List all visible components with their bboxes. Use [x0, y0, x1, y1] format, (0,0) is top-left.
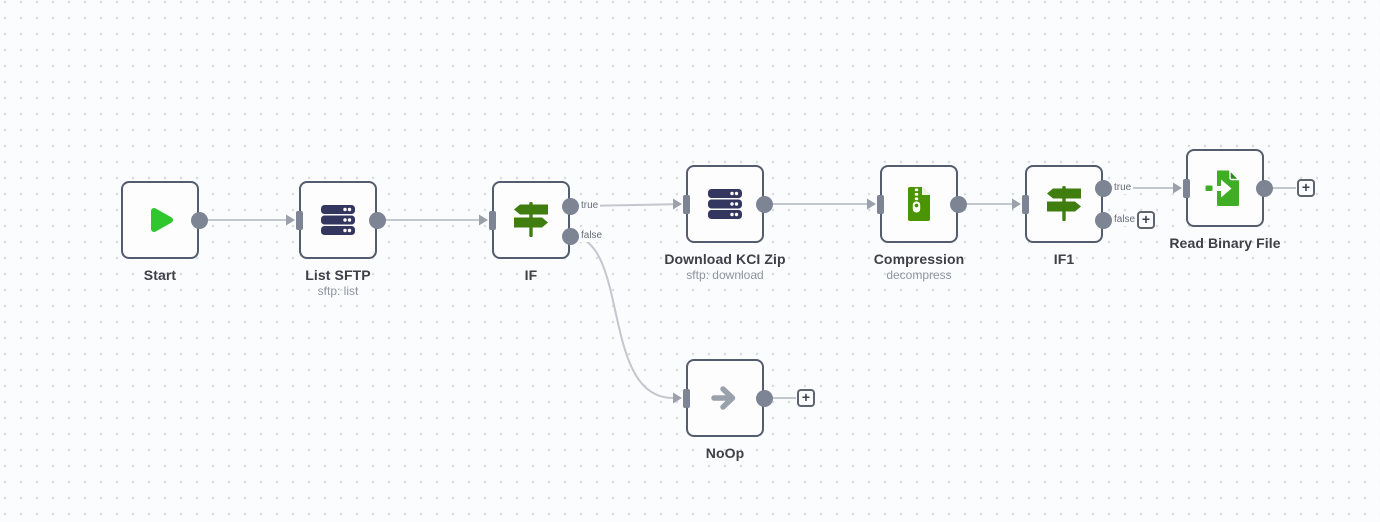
node-compression-label: Compression	[873, 251, 965, 267]
output-label-false: false	[1112, 214, 1138, 226]
arrowhead-icon	[867, 198, 876, 210]
node-if1-label: IF1	[1053, 251, 1075, 267]
node-list-sftp-subtitle: sftp: list	[317, 284, 359, 298]
output-port-true[interactable]	[1094, 179, 1112, 197]
node-if-label: IF	[524, 267, 538, 283]
node-download-kci-zip-subtitle: sftp: download	[686, 268, 764, 282]
node-list-sftp[interactable]	[299, 181, 377, 259]
input-port[interactable]	[1182, 178, 1190, 198]
node-if1[interactable]	[1025, 165, 1103, 243]
node-read-binary-file-label: Read Binary File	[1169, 235, 1281, 251]
output-port[interactable]	[949, 195, 967, 213]
node-start-label: Start	[143, 267, 177, 283]
node-noop[interactable]	[686, 359, 764, 437]
node-compression-box[interactable]	[880, 165, 958, 243]
node-list-sftp-label: List SFTP	[305, 267, 371, 283]
output-port[interactable]	[190, 211, 208, 229]
output-label-false: false	[579, 230, 605, 242]
signpost-icon	[514, 202, 548, 237]
node-download-kci-zip[interactable]	[686, 165, 764, 243]
node-if-box[interactable]	[492, 181, 570, 259]
input-port[interactable]	[1021, 194, 1029, 214]
arrowhead-icon	[1012, 198, 1021, 210]
node-list-sftp-box[interactable]	[299, 181, 377, 259]
add-node-button[interactable]: +	[1297, 179, 1315, 197]
arrowhead-icon	[673, 198, 682, 210]
arrowhead-icon	[1173, 182, 1182, 194]
node-start[interactable]	[121, 181, 199, 259]
output-port[interactable]	[368, 211, 386, 229]
output-label-true: true	[1112, 182, 1134, 194]
output-port[interactable]	[755, 195, 773, 213]
output-port[interactable]	[755, 389, 773, 407]
node-if[interactable]	[492, 181, 570, 259]
input-port[interactable]	[488, 210, 496, 230]
input-port[interactable]	[682, 194, 690, 214]
signpost-icon	[1047, 186, 1081, 221]
add-node-button[interactable]: +	[1137, 211, 1155, 229]
arrowhead-icon	[479, 214, 488, 226]
node-start-box[interactable]	[121, 181, 199, 259]
node-read-binary-file[interactable]	[1186, 149, 1264, 227]
play-icon	[151, 208, 173, 232]
input-port[interactable]	[682, 388, 690, 408]
node-download-kci-zip-box[interactable]	[686, 165, 764, 243]
node-noop-box[interactable]	[686, 359, 764, 437]
node-read-binary-file-box[interactable]	[1186, 149, 1264, 227]
node-noop-label: NoOp	[705, 445, 745, 461]
output-port-false[interactable]	[1094, 211, 1112, 229]
output-label-true: true	[579, 200, 601, 212]
output-port-true[interactable]	[561, 197, 579, 215]
arrowhead-icon	[673, 392, 682, 404]
input-port[interactable]	[876, 194, 884, 214]
output-port[interactable]	[1255, 179, 1273, 197]
server-icon	[708, 189, 742, 219]
server-icon	[321, 205, 355, 235]
node-download-kci-zip-label: Download KCI Zip	[664, 251, 786, 267]
zip-archive-icon	[908, 187, 930, 221]
output-port-false[interactable]	[561, 227, 579, 245]
input-port[interactable]	[295, 210, 303, 230]
node-if1-box[interactable]	[1025, 165, 1103, 243]
file-import-icon	[1205, 168, 1241, 206]
arrowhead-icon	[286, 214, 295, 226]
arrow-right-icon	[711, 386, 736, 410]
node-compression[interactable]	[880, 165, 958, 243]
add-node-button[interactable]: +	[797, 389, 815, 407]
node-compression-subtitle: decompress	[886, 268, 952, 282]
